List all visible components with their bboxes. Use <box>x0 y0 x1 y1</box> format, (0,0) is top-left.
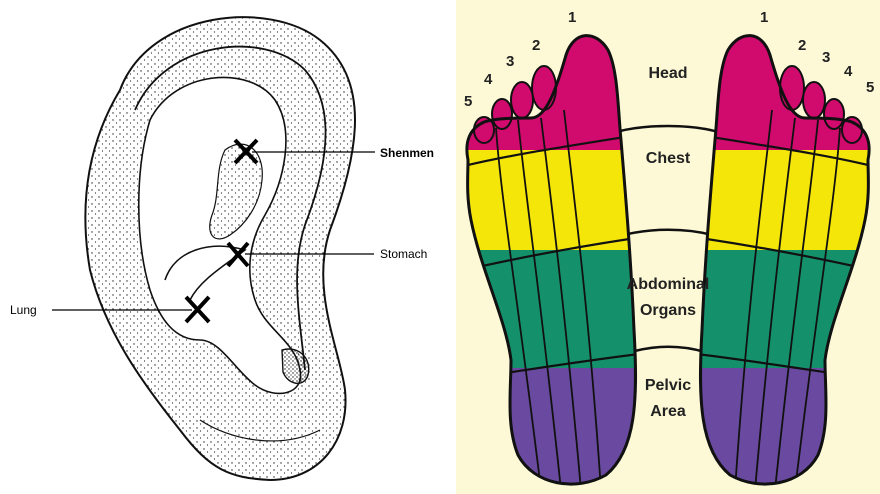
right-toe-number-4: 4 <box>844 63 853 80</box>
right-pelvic-zone <box>680 368 880 494</box>
band-line-head-chest <box>616 126 718 132</box>
right-toe-number-3: 3 <box>822 49 830 66</box>
right-toe-3 <box>803 82 825 118</box>
left-toe-number-2: 2 <box>532 37 540 54</box>
left-toe-3 <box>511 82 533 118</box>
band-line-chest-abdominal <box>624 230 712 235</box>
foot-reflexology-diagram: 1 2 3 4 5 <box>456 0 880 494</box>
right-toe-2 <box>780 66 804 110</box>
right-toe-number-2: 2 <box>798 37 806 54</box>
left-toe-number-3: 3 <box>506 53 514 70</box>
right-toe-number-5: 5 <box>866 79 874 96</box>
shenmen-label: Shenmen <box>380 146 434 160</box>
right-abdominal-zone <box>680 250 880 368</box>
zone-label-abdominal-line1: Abdominal <box>627 276 710 293</box>
zone-label-pelvic-line2: Area <box>650 403 686 420</box>
lung-label: Lung <box>10 303 37 317</box>
zone-label-pelvic-line1: Pelvic <box>645 377 691 394</box>
left-pelvic-zone <box>456 368 656 494</box>
foot-reflexology-panel: 1 2 3 4 5 <box>456 0 880 494</box>
zone-label-head: Head <box>648 65 687 82</box>
ear-diagram-panel: Shenmen Stomach Lung <box>0 0 456 494</box>
left-toe-number-4: 4 <box>484 71 493 88</box>
zone-label-abdominal-line2: Organs <box>640 302 696 319</box>
stomach-label: Stomach <box>380 247 427 261</box>
left-toe-2 <box>532 66 556 110</box>
zone-label-chest: Chest <box>646 150 691 167</box>
left-toe-4 <box>492 99 512 129</box>
right-toe-4 <box>824 99 844 129</box>
left-abdominal-zone <box>456 250 656 368</box>
left-foot: 1 2 3 4 5 <box>456 0 656 494</box>
right-toe-number-1: 1 <box>760 9 768 26</box>
left-toe-number-1: 1 <box>568 9 576 26</box>
left-toe-number-5: 5 <box>464 93 472 110</box>
band-line-abdominal-pelvic <box>631 347 705 352</box>
right-foot: 1 2 3 4 5 <box>680 0 880 494</box>
ear-diagram: Shenmen Stomach Lung <box>0 0 456 494</box>
